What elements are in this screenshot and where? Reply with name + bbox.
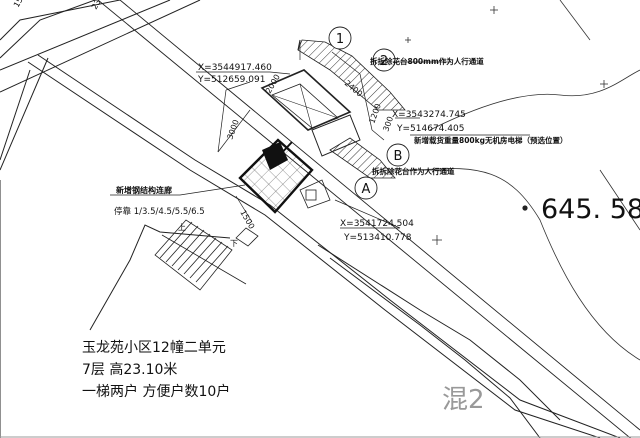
building-floors: 7层 高23.10米 bbox=[82, 361, 177, 378]
coord-p3-y: Y=513410.778 bbox=[343, 233, 412, 243]
elevation-label: 645. 58 bbox=[541, 194, 640, 225]
dim-2300: 2300 bbox=[90, 0, 108, 11]
elevation-point-icon bbox=[522, 205, 528, 211]
coord-p2-x: X=3543274.745 bbox=[392, 110, 466, 120]
demolition-hatch bbox=[297, 39, 406, 179]
axis-markers bbox=[328, 26, 410, 200]
stair-up-label: 上 bbox=[178, 223, 186, 232]
dim-1500b: 1500 bbox=[12, 0, 30, 9]
building-households: 一梯两户 方便户数10户 bbox=[82, 383, 230, 400]
dimension-lines bbox=[217, 40, 385, 223]
building-name: 玉龙苑小区12幢二单元 bbox=[82, 339, 226, 356]
note-corridor-title: 新增钢结构连廊 bbox=[116, 185, 172, 195]
note-demolish-mid: 拆拆除花台作为人行通道 bbox=[372, 166, 455, 176]
stair-down-label: 下 bbox=[230, 239, 238, 248]
axis-1-label: 1 bbox=[336, 32, 344, 47]
coord-p2-y: Y=514674.405 bbox=[396, 124, 464, 134]
dim-1200: 1200 bbox=[367, 102, 382, 124]
elevator-shaft bbox=[260, 69, 361, 209]
dim-1500: 1500 bbox=[238, 209, 256, 231]
dim-2000: 2000 bbox=[264, 73, 282, 95]
note-elevator: 新增载货重量800kg无机房电梯（预选位置） bbox=[414, 135, 568, 145]
dim-3000: 3000 bbox=[225, 118, 240, 140]
site-markers bbox=[405, 6, 608, 245]
dim-300: 300 bbox=[381, 115, 395, 132]
note-demolish-top: 拆拆除花台800mm作为人行通道 bbox=[370, 56, 484, 66]
structure-mix-label: 混2 bbox=[442, 385, 485, 415]
terrain-lines bbox=[419, 0, 640, 361]
leader-lines bbox=[110, 61, 530, 229]
axis-a-label: A bbox=[362, 182, 371, 197]
steel-corridor bbox=[238, 138, 314, 214]
note-corridor-stops: 停靠 1/3.5/4.5/5.5/6.5 bbox=[114, 206, 205, 217]
coord-p1-y: Y=512659.091 bbox=[197, 75, 265, 85]
coord-p1-x: X=3544917.460 bbox=[198, 63, 272, 73]
stair bbox=[154, 219, 259, 291]
axis-2-label: 2 bbox=[380, 54, 388, 69]
axis-b-label: B bbox=[394, 149, 403, 164]
coord-p3-x: X=3541724.504 bbox=[340, 219, 414, 229]
